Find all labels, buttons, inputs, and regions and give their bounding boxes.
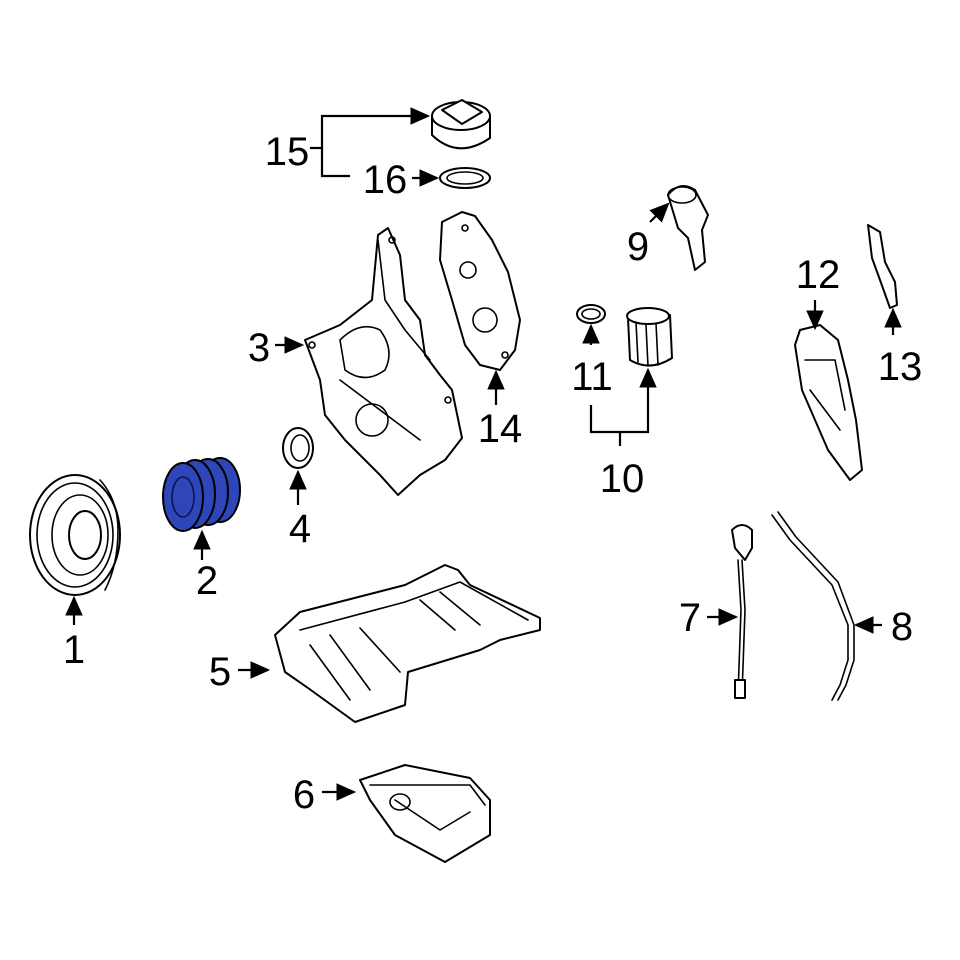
callout-15[interactable]: 15 <box>265 130 310 174</box>
callout-labels: 1 2 3 4 5 6 7 8 9 10 11 12 13 14 15 16 <box>63 130 922 817</box>
part-7-dipstick[interactable] <box>731 524 753 699</box>
callout-7[interactable]: 7 <box>679 596 701 640</box>
callout-2[interactable]: 2 <box>196 559 218 603</box>
part-3-timing-cover[interactable] <box>304 227 463 496</box>
part-2-highlighted[interactable] <box>162 457 241 532</box>
callout-12[interactable]: 12 <box>796 253 841 297</box>
part-10-oil-filter[interactable] <box>626 307 673 367</box>
callout-5[interactable]: 5 <box>209 650 231 694</box>
callout-6[interactable]: 6 <box>293 773 315 817</box>
callout-3[interactable]: 3 <box>248 326 270 370</box>
part-12-filter-housing[interactable] <box>794 324 863 481</box>
part-6-oil-pan-lower[interactable] <box>359 764 491 863</box>
part-16-cap-seal[interactable] <box>439 167 491 189</box>
callout-10[interactable]: 10 <box>600 457 645 501</box>
part-4-seal[interactable] <box>282 427 314 469</box>
callout-8[interactable]: 8 <box>891 605 913 649</box>
callout-9[interactable]: 9 <box>627 225 649 269</box>
callout-16[interactable]: 16 <box>363 158 408 202</box>
part-1-pulley[interactable] <box>29 474 121 596</box>
callout-11[interactable]: 11 <box>571 355 613 399</box>
callout-4[interactable]: 4 <box>289 507 311 551</box>
part-8-dipstick-tube[interactable] <box>771 511 855 701</box>
part-13-gasket[interactable] <box>867 224 898 309</box>
leader-lines <box>65 107 902 801</box>
callout-1[interactable]: 1 <box>63 628 85 672</box>
part-9-sensor[interactable] <box>667 185 709 271</box>
part-14-cover-plate[interactable] <box>439 211 521 371</box>
part-15-filler-cap[interactable] <box>431 99 491 150</box>
callout-14[interactable]: 14 <box>478 407 523 451</box>
part-5-oil-pan-upper[interactable] <box>274 564 541 723</box>
callout-13[interactable]: 13 <box>878 345 923 389</box>
part-11-o-ring[interactable] <box>576 304 606 324</box>
